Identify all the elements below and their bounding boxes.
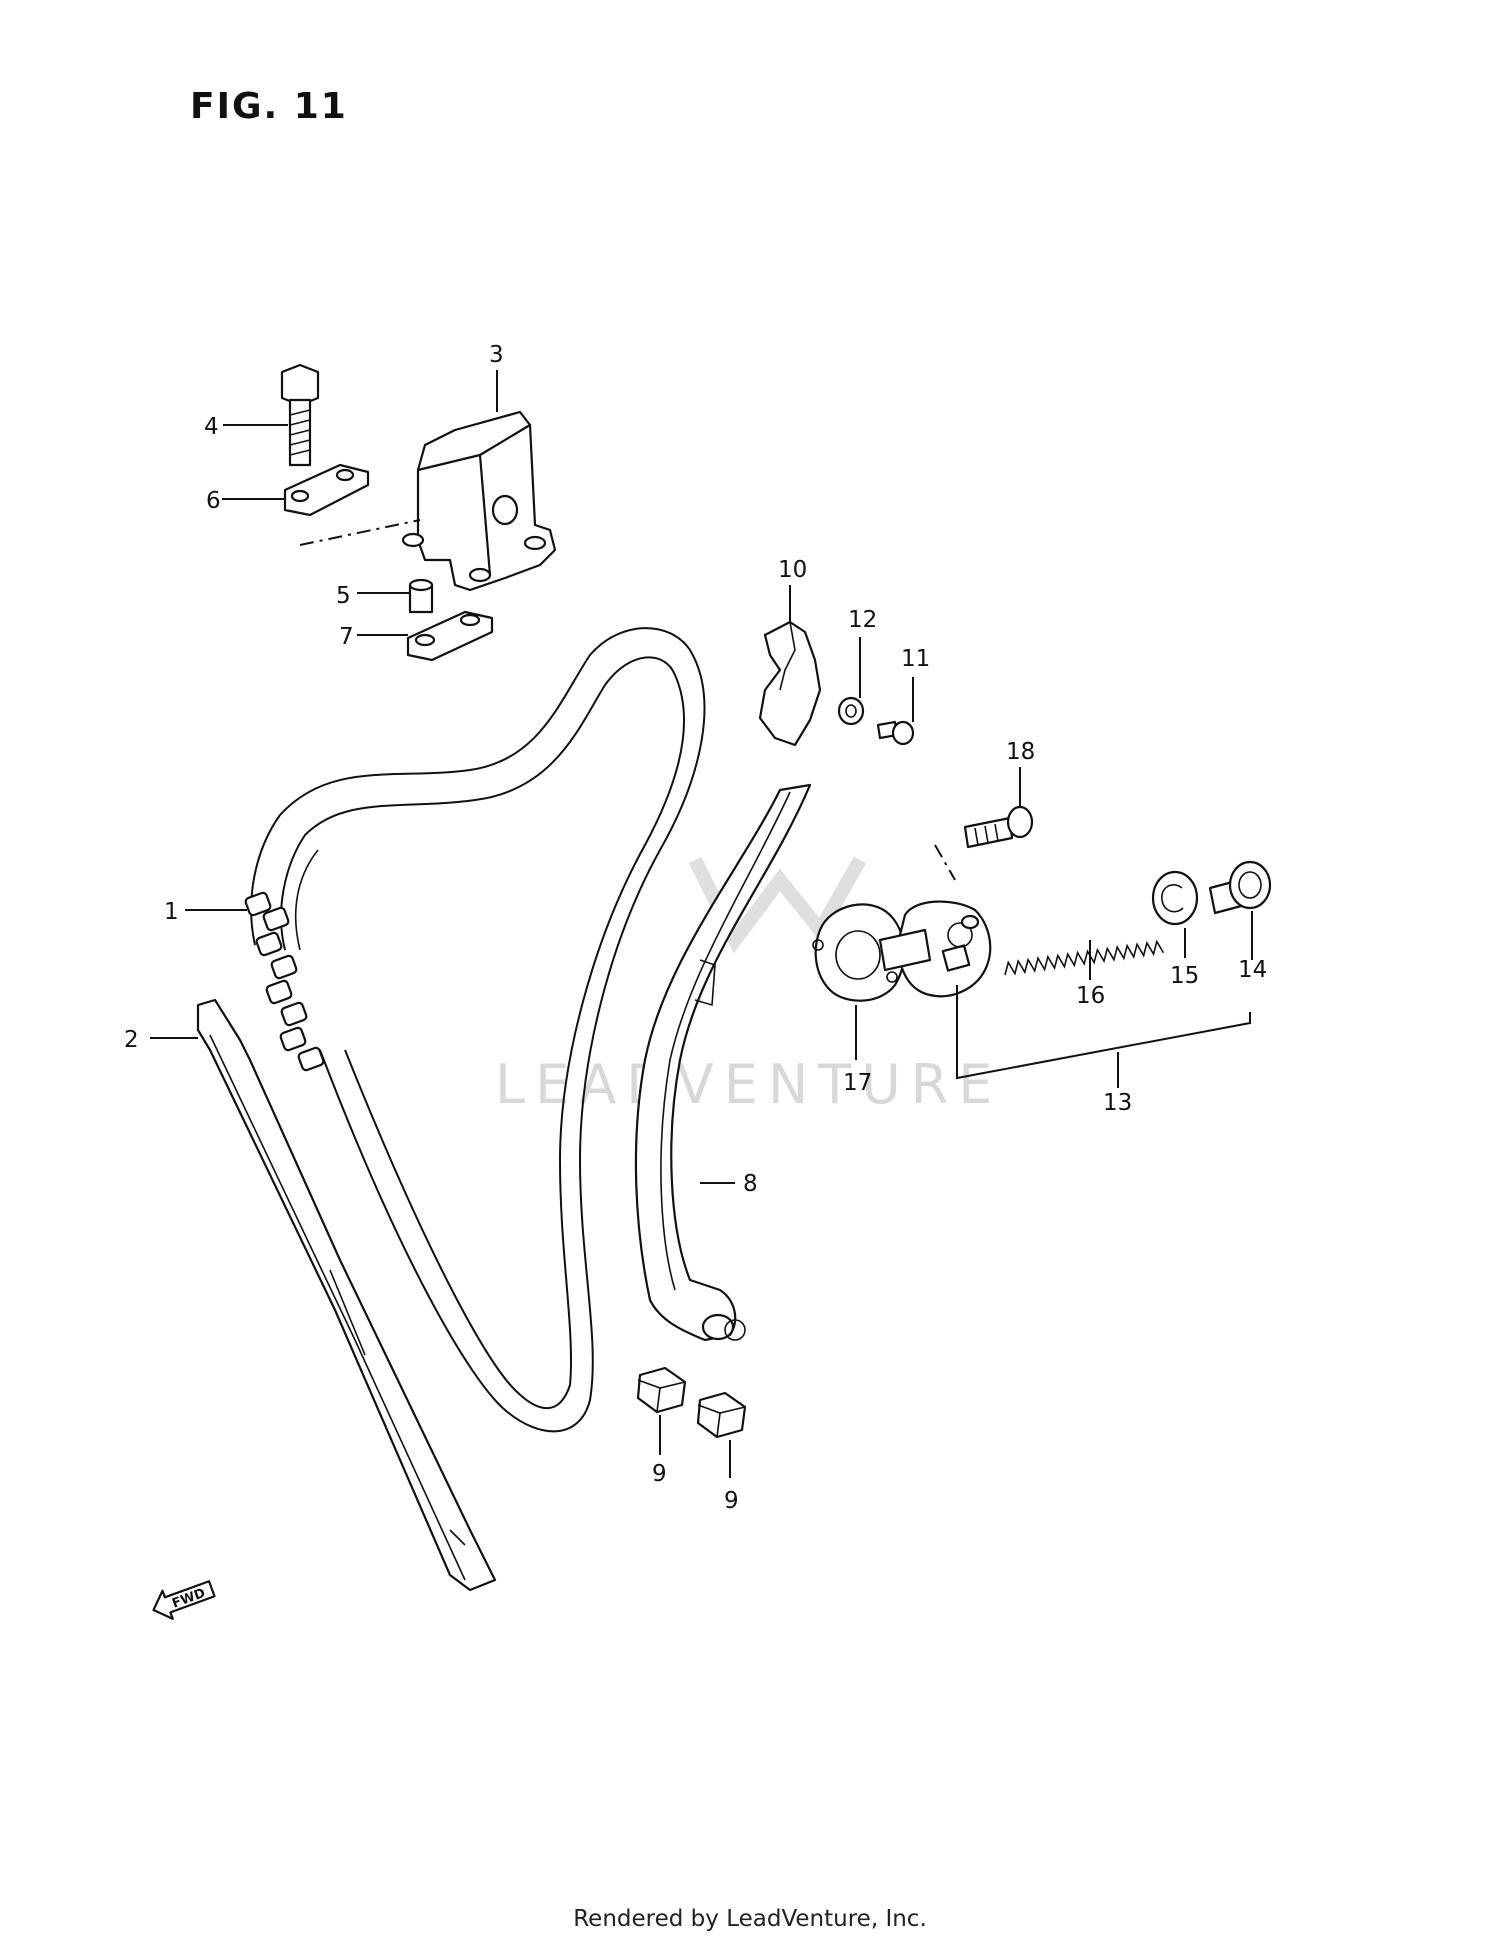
callout-11: 11 bbox=[901, 646, 930, 672]
part-9-damper-b bbox=[696, 1391, 747, 1439]
alignment-line-6 bbox=[299, 519, 421, 546]
callout-12: 12 bbox=[848, 607, 877, 633]
chain-links bbox=[244, 891, 325, 1072]
leader-lines bbox=[150, 370, 1253, 1478]
callout-9b: 9 bbox=[724, 1488, 739, 1514]
callout-5: 5 bbox=[336, 583, 351, 609]
callout-17: 17 bbox=[843, 1070, 872, 1096]
callout-6: 6 bbox=[206, 488, 221, 514]
part-14-cap bbox=[1208, 860, 1272, 915]
part-16-spring bbox=[1004, 939, 1165, 976]
fwd-arrow-icon: FWD bbox=[152, 1580, 216, 1621]
part-8-tensioner-guide bbox=[634, 783, 812, 1342]
part-9-damper-a bbox=[636, 1366, 687, 1414]
callout-15: 15 bbox=[1170, 963, 1199, 989]
part-6-plate bbox=[283, 463, 370, 517]
part-15-circlip bbox=[1151, 870, 1199, 926]
part-2-rear-chain-guide bbox=[196, 998, 497, 1592]
callout-13: 13 bbox=[1103, 1090, 1132, 1116]
callout-4: 4 bbox=[204, 414, 219, 440]
watermark-text: LEADVENTURE bbox=[495, 1053, 1002, 1116]
part-11-bolt bbox=[876, 720, 915, 746]
part-12-washer bbox=[837, 696, 865, 726]
callouts: 3 4 6 5 7 10 12 11 18 1 2 8 9 9 16 15 14… bbox=[124, 342, 1267, 1514]
callout-2: 2 bbox=[124, 1027, 139, 1053]
callout-18: 18 bbox=[1006, 739, 1035, 765]
part-1-cam-chain bbox=[244, 627, 706, 1433]
part-13-tensioner-body bbox=[878, 900, 992, 998]
callout-3: 3 bbox=[489, 342, 504, 368]
part-18-bolt bbox=[963, 805, 1034, 849]
callout-10: 10 bbox=[778, 557, 807, 583]
part-10-guide-piece bbox=[758, 620, 822, 747]
footer-credit: Rendered by LeadVenture, Inc. bbox=[573, 1906, 927, 1932]
alignment-line-18 bbox=[934, 844, 956, 881]
part-4-bolt bbox=[280, 363, 320, 467]
callout-14: 14 bbox=[1238, 957, 1267, 983]
callout-9a: 9 bbox=[652, 1461, 667, 1487]
part-17-gasket bbox=[812, 903, 906, 1002]
callout-8: 8 bbox=[743, 1171, 758, 1197]
callout-16: 16 bbox=[1076, 983, 1105, 1009]
part-5-dowel-pin bbox=[408, 578, 434, 614]
callout-1: 1 bbox=[164, 899, 179, 925]
part-3-upper-guide bbox=[401, 410, 557, 592]
figure-title: FIG. 11 bbox=[190, 86, 348, 127]
callout-7: 7 bbox=[339, 624, 354, 650]
part-7-plate bbox=[406, 610, 494, 662]
